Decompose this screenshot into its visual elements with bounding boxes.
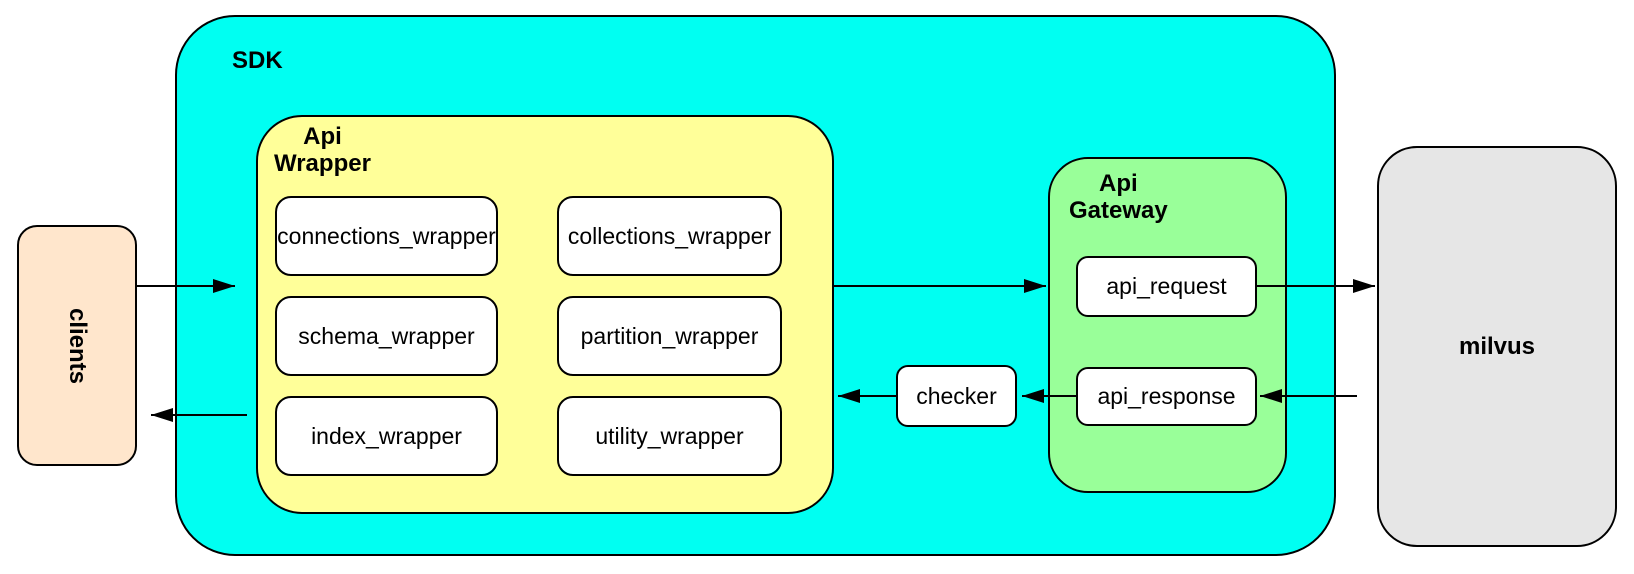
label-line: Wrapper xyxy=(274,150,371,177)
node-api-request: api_request xyxy=(1076,256,1257,317)
clients-node: clients xyxy=(17,225,137,466)
node-collections-wrapper: collections_wrapper xyxy=(557,196,782,276)
node-schema-wrapper: schema_wrapper xyxy=(275,296,498,376)
node-connections-wrapper: connections_wrapper xyxy=(275,196,498,276)
node-index-wrapper: index_wrapper xyxy=(275,396,498,476)
label-line: Api xyxy=(1099,170,1138,197)
clients-label: clients xyxy=(64,307,91,384)
label-line: Api xyxy=(303,123,342,150)
label-line: Gateway xyxy=(1069,197,1168,224)
api-wrapper-label: Api Wrapper xyxy=(274,123,371,177)
milvus-node: milvus xyxy=(1377,146,1617,547)
node-checker: checker xyxy=(896,365,1017,427)
node-partition-wrapper: partition_wrapper xyxy=(557,296,782,376)
sdk-label: SDK xyxy=(232,47,283,74)
api-gateway-container: Api Gateway xyxy=(1048,157,1287,493)
node-utility-wrapper: utility_wrapper xyxy=(557,396,782,476)
milvus-label: milvus xyxy=(1458,332,1536,360)
api-gateway-label: Api Gateway xyxy=(1069,170,1168,224)
node-api-response: api_response xyxy=(1076,367,1257,426)
